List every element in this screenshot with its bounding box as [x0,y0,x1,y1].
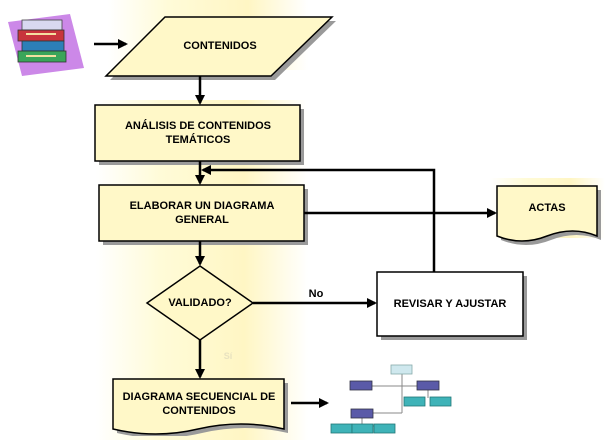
org-chart-icon [330,364,452,434]
node-secuencial-shape [112,378,285,435]
node-analisis-label: ANÁLISIS DE CONTENIDOS TEMÁTICOS [124,120,272,146]
edge-si-label: Sí [223,351,233,361]
node-elaborar-label: ELABORAR UN DIAGRAMA GENERAL [129,200,275,226]
node-revisar-label: REVISAR Y AJUSTAR [393,298,507,310]
node-contenidos-shape [104,16,334,77]
edge-revisar-elaborar [201,165,436,272]
node-analisis-shape [94,104,301,162]
edge-no-label: No [308,288,324,300]
connectors [94,39,497,408]
node-validado-label: VALIDADO? [168,297,232,309]
node-secuencial-label: DIAGRAMA SECUENCIAL DE CONTENIDOS [122,391,276,417]
node-actas-label: ACTAS [528,202,566,214]
node-contenidos-label: CONTENIDOS [183,40,257,52]
node-revisar-shape [376,271,524,337]
books-icon [8,14,84,76]
node-actas-shape [496,185,598,242]
node-elaborar-shape [98,184,305,242]
